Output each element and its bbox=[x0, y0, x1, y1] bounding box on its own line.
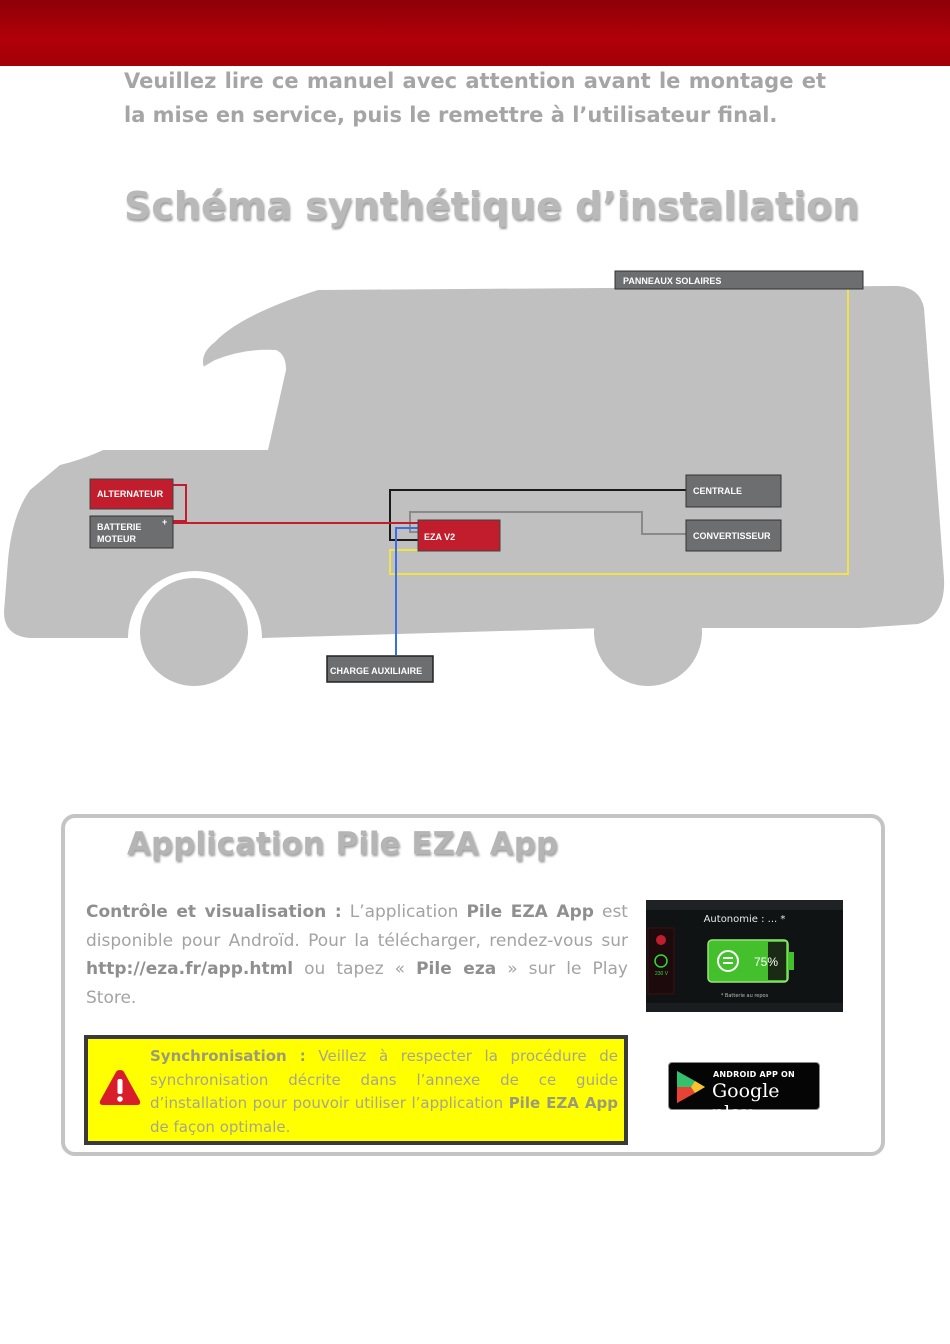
sync-warning-appname: Pile EZA App bbox=[508, 1094, 618, 1112]
eza-v2-label: EZA V2 bbox=[424, 532, 455, 542]
app-desc-part1: L’application bbox=[341, 902, 467, 922]
solar-panels-label: PANNEAUX SOLAIRES bbox=[623, 276, 721, 286]
sync-warning-part2: de façon optimale. bbox=[150, 1117, 291, 1136]
equal-bar-bottom bbox=[723, 962, 733, 964]
alternator-label: ALTERNATEUR bbox=[97, 489, 164, 499]
app-description: Contrôle et visualisation : L’applicatio… bbox=[86, 898, 628, 1012]
windshield bbox=[64, 349, 286, 450]
app-desc-search: Pile eza bbox=[416, 959, 497, 979]
battery-icon-empty bbox=[768, 942, 786, 980]
sync-warning-part1: Veillez à respecter la procédure de sync… bbox=[150, 1047, 618, 1112]
phone-status-bar bbox=[646, 900, 843, 910]
van-silhouette bbox=[4, 286, 945, 638]
converter-wire bbox=[409, 511, 686, 535]
app-desc-label: Contrôle et visualisation : bbox=[86, 902, 342, 922]
centrale-wire bbox=[389, 489, 686, 541]
battery-box bbox=[89, 515, 174, 549]
alternator-box bbox=[89, 478, 174, 510]
app-desc-part4: » sur le Play Store. bbox=[86, 959, 628, 1008]
app-desc-url[interactable]: http://eza.fr/app.html bbox=[86, 959, 294, 979]
app-desc-part2: est disponible pour Androïd. Pour la tél… bbox=[86, 902, 628, 951]
app-title: Application Pile EZA App bbox=[127, 826, 559, 862]
phone-voltage-text: 230 V bbox=[655, 971, 669, 977]
centrale-box bbox=[685, 474, 782, 508]
phone-power-icon bbox=[654, 954, 668, 968]
installation-diagram: PANNEAUX SOLAIRES ALTERNATEUR BATTERIE M… bbox=[0, 260, 950, 700]
solar-wire bbox=[389, 289, 849, 575]
app-screenshot: Autonomie : ... * 230 V 75% * Batterie a… bbox=[646, 900, 843, 1012]
sync-warning-box: Synchronisation : Veillez à respecter la… bbox=[84, 1035, 628, 1145]
header-banner bbox=[0, 0, 950, 66]
eza-v2-box bbox=[417, 519, 501, 552]
solar-panels-box bbox=[614, 270, 864, 290]
phone-nav-bar bbox=[646, 1003, 843, 1012]
aux-wire bbox=[395, 527, 418, 655]
front-wheel bbox=[140, 578, 248, 686]
battery-label-line1: BATTERIE bbox=[97, 522, 141, 532]
aux-charge-label: CHARGE AUXILIAIRE bbox=[330, 666, 422, 676]
gplay-big-text: Google play bbox=[712, 1080, 780, 1124]
phone-autonomy-text: Autonomie : ... * bbox=[703, 914, 786, 925]
app-desc-part3: ou tapez « bbox=[293, 959, 417, 979]
app-desc-appname: Pile EZA App bbox=[466, 902, 594, 922]
centrale-label: CENTRALE bbox=[693, 486, 742, 496]
google-play-badge[interactable]: ANDROID APP ON Google play bbox=[668, 1062, 820, 1124]
phone-note-text: * Batterie au repos bbox=[720, 993, 769, 999]
play-store-icon bbox=[677, 1071, 705, 1103]
gplay-small-text: ANDROID APP ON bbox=[713, 1070, 795, 1079]
battery-plus-sign: + bbox=[162, 517, 167, 527]
battery-label-line2: MOTEUR bbox=[97, 534, 136, 544]
warning-icon bbox=[99, 1070, 141, 1105]
battery-terminal bbox=[788, 952, 794, 970]
rear-wheel bbox=[594, 578, 702, 686]
section-title: Schéma synthétique d’installation bbox=[124, 184, 860, 228]
battery-equal-icon bbox=[717, 950, 739, 972]
battery-percent-text: 75% bbox=[754, 955, 778, 969]
converter-box bbox=[685, 519, 782, 552]
sync-warning-label: Synchronisation : bbox=[150, 1047, 306, 1065]
alternator-wire bbox=[173, 484, 187, 522]
converter-label: CONVERTISSEUR bbox=[693, 531, 771, 541]
intro-text: Veuillez lire ce manuel avec attention a… bbox=[124, 69, 826, 127]
aux-charge-box bbox=[326, 655, 434, 683]
equal-bar-top bbox=[723, 957, 733, 959]
phone-plug-icon bbox=[656, 935, 666, 945]
sync-warning-text: Synchronisation : Veillez à respecter la… bbox=[150, 1045, 618, 1139]
